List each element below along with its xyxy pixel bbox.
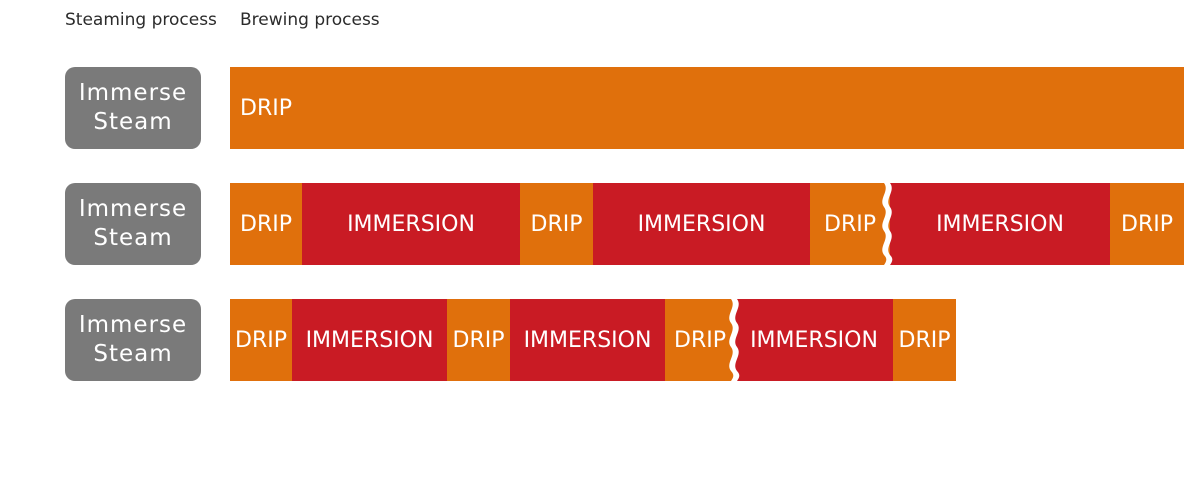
immersion-segment: IMMERSION [593,183,810,265]
steam-label-line-1: Immerse [78,312,188,338]
steam-box-row-2: Immerse Steam [65,183,201,265]
steam-label-line-2: Steam [93,109,173,135]
drip-segment: DRIP [520,183,593,265]
brewing-process-header: Brewing process [240,10,380,30]
drip-segment: DRIP [665,299,735,381]
timeline-break-marker [882,183,893,265]
steam-label-line-1: Immerse [78,80,188,106]
brew-row-1: DRIP [230,67,1184,149]
drip-segment: DRIP [230,299,292,381]
drip-segment: DRIP [893,299,956,381]
drip-segment: DRIP [447,299,510,381]
immersion-segment: IMMERSION [292,299,447,381]
steam-label-line-2: Steam [93,225,173,251]
immersion-segment: IMMERSION [890,183,1110,265]
drip-segment: DRIP [230,67,1184,149]
immersion-segment: IMMERSION [302,183,520,265]
drip-segment: DRIP [810,183,890,265]
steam-box-row-3: Immerse Steam [65,299,201,381]
brew-row-3: DRIP IMMERSION DRIP IMMERSION DRIP IMMER… [230,299,956,381]
immersion-segment: IMMERSION [735,299,893,381]
drip-segment: DRIP [1110,183,1184,265]
steaming-process-header: Steaming process [65,10,217,30]
drip-segment: DRIP [230,183,302,265]
steam-label-line-2: Steam [93,341,173,367]
brew-row-2: DRIP IMMERSION DRIP IMMERSION DRIP IMMER… [230,183,1184,265]
immersion-segment: IMMERSION [510,299,665,381]
steam-box-row-1: Immerse Steam [65,67,201,149]
timeline-break-marker [729,299,740,381]
steam-label-line-1: Immerse [78,196,188,222]
